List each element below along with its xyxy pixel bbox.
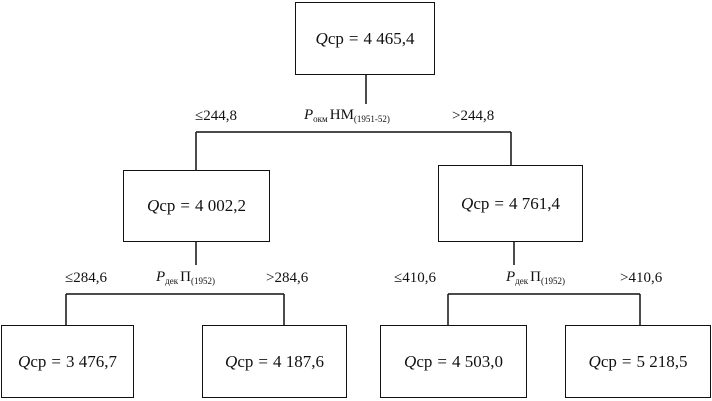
split-right-main: П — [530, 269, 541, 285]
split-right-sub2: (1952) — [540, 276, 565, 286]
node-rl-q: Q — [404, 351, 417, 371]
node-rr-value: 5 218,5 — [636, 351, 688, 371]
node-root-cp: ср — [327, 28, 344, 48]
node-ll-value: 3 476,7 — [65, 351, 117, 371]
node-ll-cp: ср — [30, 351, 47, 371]
node-right-cp: ср — [473, 193, 490, 213]
node-rr-q: Q — [588, 351, 601, 371]
node-lr-value: 4 187,6 — [272, 351, 324, 371]
node-rl-cp: ср — [416, 351, 433, 371]
node-left-value: 4 002,2 — [194, 196, 246, 215]
split-right-gt: >410,6 — [620, 270, 663, 286]
split-root-le: ≤244,8 — [195, 108, 237, 124]
split-root-main: НМ — [329, 107, 354, 123]
split-left-sub2: (1952) — [190, 276, 215, 286]
node-right-eq: = — [494, 193, 504, 213]
node-root-value: 4 465,4 — [363, 28, 415, 48]
node-root-eq: = — [348, 28, 359, 48]
node-rl-value: 4 503,0 — [451, 351, 503, 371]
split-right-sub: дек — [515, 276, 529, 286]
node-lr-eq: = — [258, 351, 268, 371]
split-left-sub: дек — [165, 276, 179, 286]
node-right-value: 4 761,4 — [508, 193, 560, 213]
node-right-q: Q — [461, 193, 474, 213]
node-rr-cp: ср — [600, 351, 617, 371]
split-root-sub2: (1951-52) — [353, 114, 390, 124]
split-left-p: P — [156, 269, 166, 285]
split-root-sub: окм — [313, 114, 328, 124]
node-ll-eq: = — [51, 351, 61, 371]
node-root-q: Q — [315, 28, 328, 48]
split-root-p: P — [304, 107, 314, 123]
node-rl-eq: = — [437, 351, 447, 371]
node-ll-q: Q — [18, 351, 31, 371]
split-left-gt: >284,6 — [266, 270, 309, 286]
split-right-p: P — [506, 269, 516, 285]
node-left-eq: = — [180, 196, 190, 215]
node-left-cp: ср — [159, 196, 176, 215]
split-left-main: П — [180, 269, 191, 285]
node-rr-eq: = — [621, 351, 632, 371]
split-root-gt: >244,8 — [452, 108, 495, 124]
node-lr-cp: ср — [237, 351, 254, 371]
split-left-le: ≤284,6 — [65, 270, 107, 286]
split-right-le: ≤410,6 — [394, 270, 436, 286]
node-left-q: Q — [147, 196, 160, 215]
node-lr-q: Q — [225, 351, 238, 371]
